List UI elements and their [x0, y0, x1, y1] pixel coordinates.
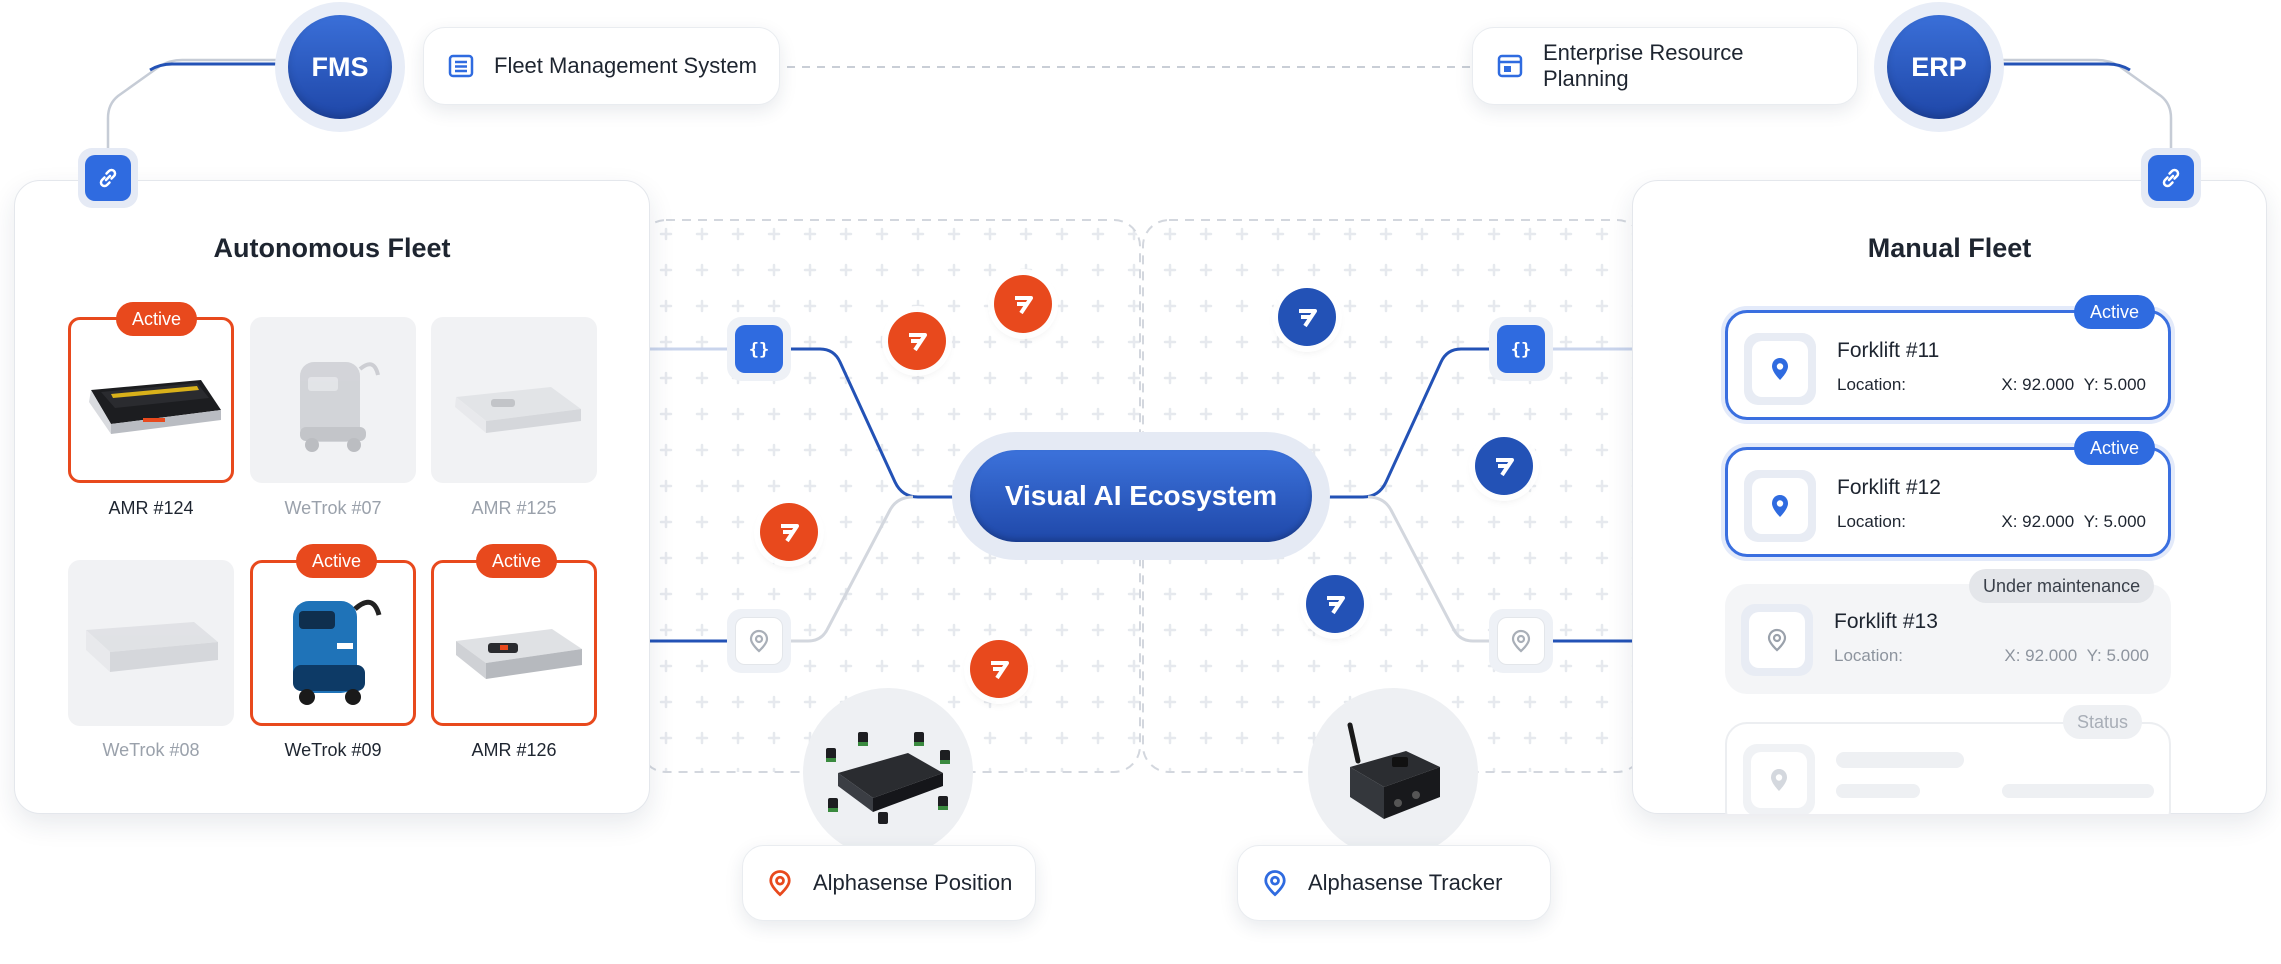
alphasense-position-image — [826, 732, 950, 824]
amr-robot-image — [86, 622, 218, 672]
placeholder-card — [1725, 722, 2171, 814]
api-node-right[interactable]: {} — [1489, 317, 1553, 381]
map-pin-icon — [1772, 495, 1788, 517]
visual-ai-ecosystem-hub[interactable]: Visual AI Ecosystem — [970, 450, 1312, 542]
alphasense-tracker-label: Alphasense Tracker — [1308, 870, 1503, 895]
forklift-name: Forklift #12 — [1837, 476, 1941, 499]
location-node-right[interactable] — [1489, 609, 1553, 673]
alphasense-position-label: Alphasense Position — [813, 870, 1013, 895]
list-icon — [448, 54, 474, 78]
map-pin-icon — [1771, 769, 1787, 791]
wetrok-robot-image — [300, 362, 380, 452]
wetrok-robot-image — [293, 599, 382, 705]
alphasense-tracker-device — [1308, 688, 1478, 858]
code-braces-icon: {} — [1511, 340, 1531, 360]
fleet-tile-label: WeTrok #07 — [284, 498, 382, 518]
fleet-tile-wetrok-08[interactable] — [68, 560, 234, 726]
map-pin-icon — [769, 870, 791, 897]
erp-pill[interactable]: Enterprise Resource Planning — [1472, 27, 1858, 105]
api-node-left[interactable]: {} — [727, 317, 791, 381]
map-pin-icon — [1772, 358, 1788, 380]
erp-pill-label: Enterprise Resource Planning — [1542, 40, 1744, 91]
hub-label: Visual AI Ecosystem — [1004, 480, 1278, 511]
fleet-tile-amr-124[interactable] — [68, 317, 234, 483]
map-pin-icon — [1264, 870, 1286, 897]
status-badge-placeholder: Status — [2063, 705, 2143, 739]
forklift-name: Forklift #13 — [1834, 610, 1938, 633]
sevensense-logo-icon — [1278, 288, 1336, 346]
map-pin-icon — [1511, 629, 1531, 653]
code-braces-icon: {} — [749, 340, 769, 360]
amr-robot-image — [455, 387, 581, 433]
location-label: Location: — [1834, 646, 1903, 665]
sevensense-logo-icon — [1306, 575, 1364, 633]
fleet-tile-amr-126[interactable] — [431, 560, 597, 726]
autonomous-fleet-title: Autonomous Fleet — [213, 233, 451, 263]
sevensense-logo-icon — [888, 312, 946, 370]
forklift-name: Forklift #11 — [1837, 339, 1940, 362]
fleet-tile-wetrok-07[interactable] — [250, 317, 416, 483]
sevensense-logo-icon — [1475, 437, 1533, 495]
location-coordinates: X: 92.000 Y: 5.000 — [2001, 375, 2146, 394]
location-node-left[interactable] — [727, 609, 791, 673]
manual-link-button[interactable] — [2141, 148, 2201, 208]
alphasense-position-pill[interactable]: Alphasense Position — [742, 845, 1036, 921]
sevensense-logo-icon — [760, 503, 818, 561]
skeleton-line — [1836, 752, 1964, 768]
fleet-tile-label: AMR #126 — [471, 740, 557, 760]
fms-badge-label: FMS — [288, 15, 392, 119]
fleet-tile-amr-125[interactable] — [431, 317, 597, 483]
status-badge-active: Active — [2074, 431, 2156, 465]
forklift-card-12[interactable]: Forklift #12 Location: X: 92.000 Y: 5.00… — [1725, 447, 2171, 557]
fleet-tile-label: WeTrok #09 — [284, 740, 382, 760]
erp-badge[interactable]: ERP — [1874, 2, 2004, 132]
status-badge-active: Active — [476, 544, 558, 578]
fms-pill-label: Fleet Management System — [494, 53, 757, 78]
fleet-tile-wetrok-09[interactable] — [250, 560, 416, 726]
link-icon — [99, 168, 117, 188]
svg-text:{}: {} — [749, 340, 769, 360]
map-pin-icon — [749, 629, 769, 653]
fleet-tile-label: AMR #125 — [471, 498, 557, 518]
sevensense-logo-icon — [970, 640, 1028, 698]
sevensense-logo-icon — [994, 275, 1052, 333]
alphasense-tracker-image — [1347, 722, 1440, 819]
amr-robot-image — [89, 380, 221, 434]
status-badge-active: Active — [116, 302, 198, 336]
erp-badge-label: ERP — [1887, 15, 1991, 119]
placeholder-card-clip — [1725, 722, 2171, 814]
location-coordinates: X: 92.000 Y: 5.000 — [2004, 646, 2149, 665]
alphasense-position-device — [803, 688, 973, 858]
status-badge-maintenance: Under maintenance — [1969, 569, 2155, 603]
manual-fleet-title: Manual Fleet — [1867, 233, 2032, 263]
fleet-tile-label: WeTrok #08 — [102, 740, 200, 760]
status-badge-active: Active — [296, 544, 378, 578]
calendar-icon — [1497, 54, 1523, 78]
skeleton-line — [1836, 784, 1920, 798]
location-label: Location: — [1837, 512, 1906, 531]
fleet-tile-label: AMR #124 — [108, 498, 194, 518]
link-icon — [2162, 168, 2180, 188]
svg-text:{}: {} — [1511, 340, 1531, 360]
skeleton-line — [2002, 784, 2154, 798]
map-pin-icon — [1767, 628, 1787, 652]
alphasense-tracker-pill[interactable]: Alphasense Tracker — [1237, 845, 1551, 921]
fms-badge[interactable]: FMS — [275, 2, 405, 132]
location-label: Location: — [1837, 375, 1906, 394]
fms-pill[interactable]: Fleet Management System — [423, 27, 780, 105]
location-coordinates: X: 92.000 Y: 5.000 — [2001, 512, 2146, 531]
status-badge-active: Active — [2074, 295, 2156, 329]
amr-robot-image — [456, 629, 582, 679]
autonomous-link-button[interactable] — [78, 148, 138, 208]
